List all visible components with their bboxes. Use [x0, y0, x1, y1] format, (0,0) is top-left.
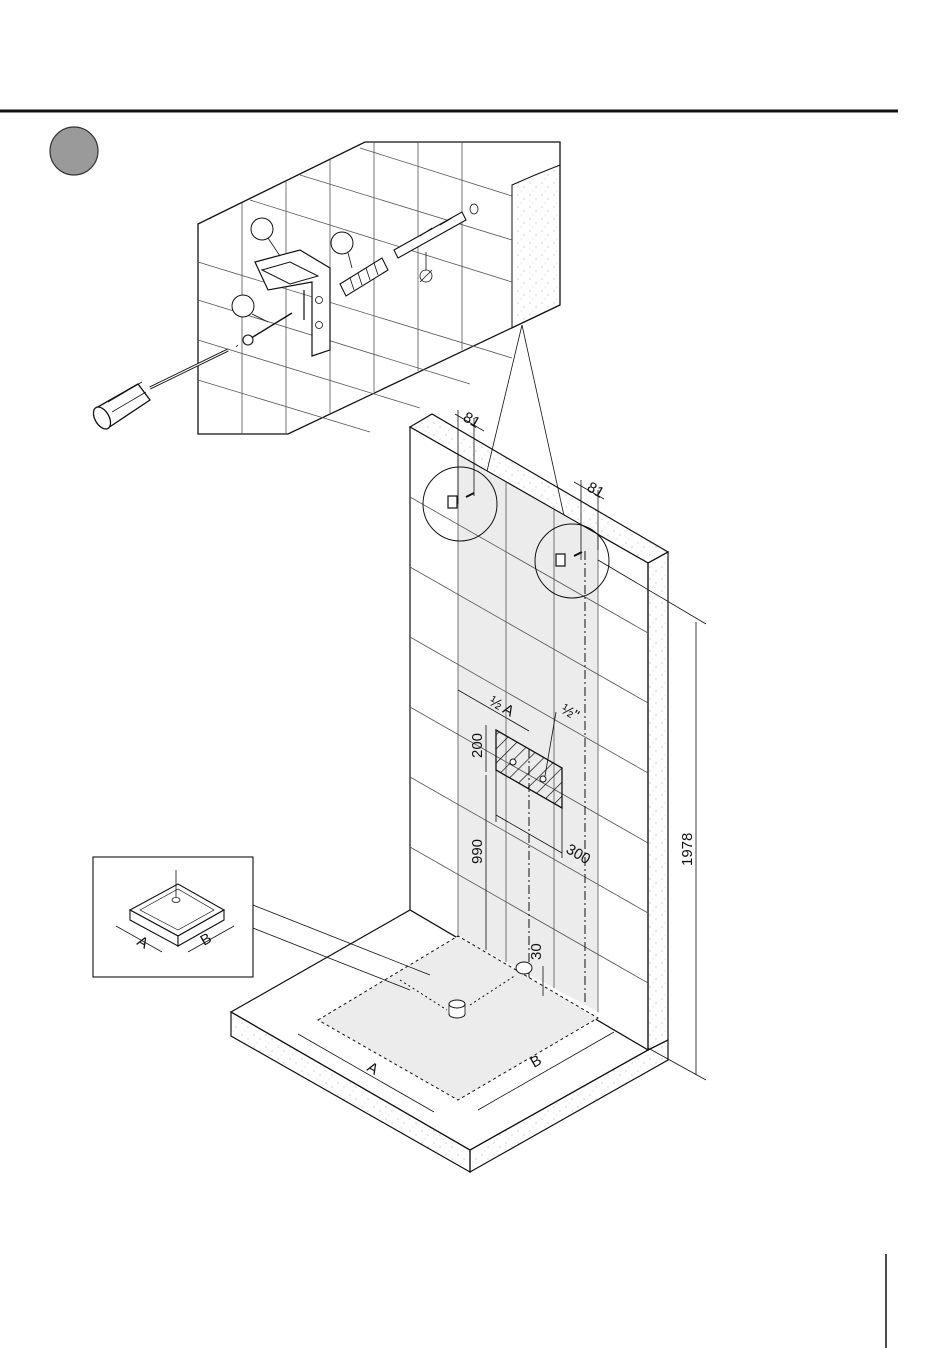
callout-bracket [251, 218, 273, 240]
waste-pipe-icon [516, 962, 532, 974]
dim-valve-height: 990 [469, 839, 486, 864]
dim-total-height: 1978 [679, 833, 696, 866]
drain-icon [449, 1000, 465, 1018]
callout-screw [232, 295, 254, 317]
dim-recess-height: 200 [469, 733, 486, 758]
dim-drain-offset: 30 [528, 943, 545, 960]
callout-dowel [331, 232, 353, 254]
step-badge [50, 127, 98, 175]
bracket-detail [90, 142, 560, 434]
